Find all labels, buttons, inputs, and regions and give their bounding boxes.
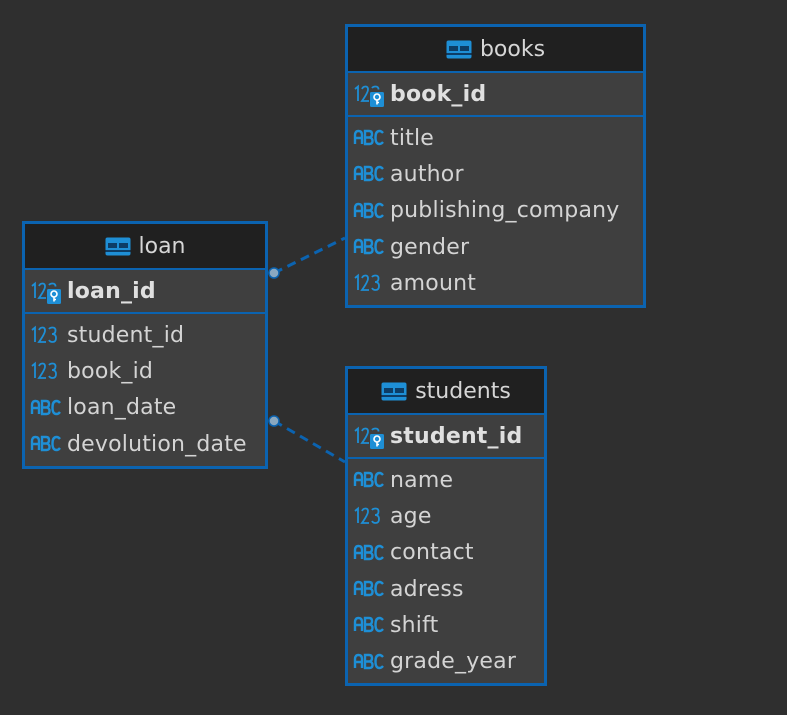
- column-list: name age contact adress shift grade_year: [348, 459, 544, 680]
- text-abc-icon: [353, 236, 385, 258]
- column-row[interactable]: book_id: [25, 353, 265, 389]
- entity-students[interactable]: students student_id name age contact adr…: [345, 366, 547, 686]
- column-row[interactable]: grade_year: [348, 643, 544, 679]
- text-abc-icon: [353, 200, 385, 222]
- connector-loan-students: [273, 419, 346, 464]
- text-abc-icon: [353, 127, 385, 149]
- column-name: age: [390, 503, 432, 529]
- column-row[interactable]: adress: [348, 571, 544, 607]
- numeric-123-icon: [353, 505, 385, 527]
- column-row[interactable]: shift: [348, 607, 544, 643]
- entity-students-header[interactable]: students: [348, 369, 544, 415]
- connector-loan-books-endpoint: [268, 267, 280, 279]
- column-row[interactable]: publishing_company: [348, 193, 643, 229]
- column-list: title author publishing_company gender a…: [348, 117, 643, 301]
- column-name: title: [390, 125, 435, 151]
- column-row[interactable]: gender: [348, 229, 643, 265]
- column-name: contact: [390, 540, 474, 566]
- column-name: shift: [390, 612, 439, 638]
- column-row[interactable]: contact: [348, 535, 544, 571]
- numeric-123-icon: [30, 324, 62, 346]
- column-name: name: [390, 467, 454, 493]
- numeric-123-icon: [353, 272, 385, 294]
- primary-key-name: book_id: [390, 81, 487, 107]
- column-name: grade_year: [390, 649, 517, 675]
- column-name: adress: [390, 576, 464, 602]
- entity-books-title: books: [479, 36, 546, 62]
- text-abc-icon: [353, 614, 385, 636]
- column-row[interactable]: amount: [348, 265, 643, 301]
- text-abc-icon: [353, 542, 385, 564]
- table-icon: [446, 40, 472, 59]
- primary-key-name: loan_id: [67, 278, 156, 304]
- column-name: loan_date: [67, 395, 177, 421]
- primary-key-row[interactable]: student_id: [348, 415, 544, 459]
- column-name: devolution_date: [67, 431, 247, 457]
- column-row[interactable]: age: [348, 498, 544, 534]
- column-name: student_id: [67, 322, 185, 348]
- table-icon: [105, 237, 131, 256]
- entity-loan-header[interactable]: loan: [25, 224, 265, 270]
- column-name: amount: [390, 270, 477, 296]
- entity-books[interactable]: books book_id title author publishing_co…: [345, 24, 646, 308]
- table-icon: [381, 382, 407, 401]
- connector-loan-books: [273, 236, 346, 275]
- text-abc-icon: [30, 397, 62, 419]
- column-row[interactable]: student_id: [25, 317, 265, 353]
- text-abc-icon: [353, 163, 385, 185]
- column-name: gender: [390, 234, 470, 260]
- text-abc-icon: [353, 469, 385, 491]
- column-row[interactable]: name: [348, 462, 544, 498]
- entity-loan-title: loan: [138, 233, 186, 259]
- entity-loan[interactable]: loan loan_id student_id book_id loan_dat…: [22, 221, 268, 469]
- column-row[interactable]: loan_date: [25, 390, 265, 426]
- column-name: book_id: [67, 358, 154, 384]
- numeric-key-icon: [353, 83, 385, 107]
- primary-key-name: student_id: [390, 423, 523, 449]
- primary-key-row[interactable]: loan_id: [25, 270, 265, 314]
- numeric-key-icon: [353, 425, 385, 449]
- connector-loan-students-endpoint: [268, 415, 280, 427]
- column-row[interactable]: title: [348, 120, 643, 156]
- text-abc-icon: [353, 578, 385, 600]
- entity-books-header[interactable]: books: [348, 27, 643, 73]
- numeric-123-icon: [30, 360, 62, 382]
- column-row[interactable]: devolution_date: [25, 426, 265, 462]
- column-name: author: [390, 161, 464, 187]
- text-abc-icon: [353, 651, 385, 673]
- entity-students-title: students: [415, 378, 511, 404]
- numeric-key-icon: [30, 280, 62, 304]
- column-list: student_id book_id loan_date devolution_…: [25, 314, 265, 462]
- column-row[interactable]: author: [348, 156, 643, 192]
- column-name: publishing_company: [390, 198, 620, 224]
- primary-key-row[interactable]: book_id: [348, 73, 643, 117]
- text-abc-icon: [30, 433, 62, 455]
